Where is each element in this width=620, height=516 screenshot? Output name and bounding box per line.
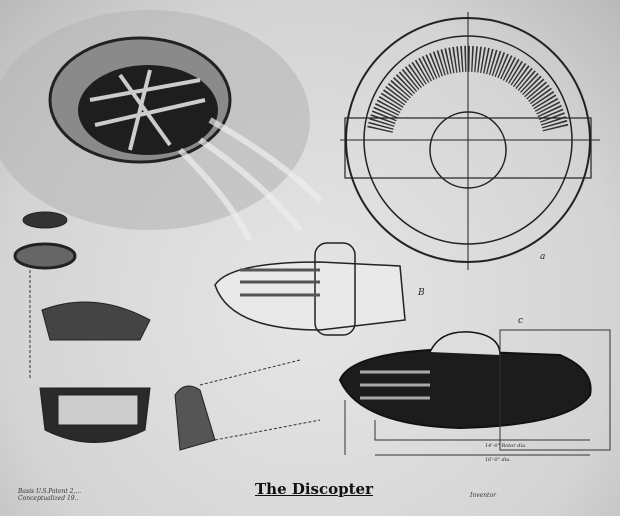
conceptualized-text: Conceptualized 19.. xyxy=(18,495,79,502)
label-a: a xyxy=(540,252,546,262)
basis-text: Basis U.S.Patent 2,... xyxy=(18,488,82,495)
drawing-title: The Discopter xyxy=(255,480,373,498)
side-section-b xyxy=(214,242,406,336)
label-c: c xyxy=(518,316,524,326)
small-detail-views xyxy=(13,211,321,451)
label-b: B xyxy=(418,288,425,298)
top-view-rotor xyxy=(340,12,600,270)
side-section-c xyxy=(338,329,611,456)
rotor-diameter-label: 14'-0" Rotor dia. xyxy=(485,443,527,449)
overall-diameter-label: 16'-0" dia. xyxy=(485,457,511,463)
basis-note: Basis U.S.Patent 2,... Conceptualized 19… xyxy=(18,488,81,502)
perspective-craft xyxy=(48,36,323,242)
inventor-note: Inventor xyxy=(470,492,496,499)
